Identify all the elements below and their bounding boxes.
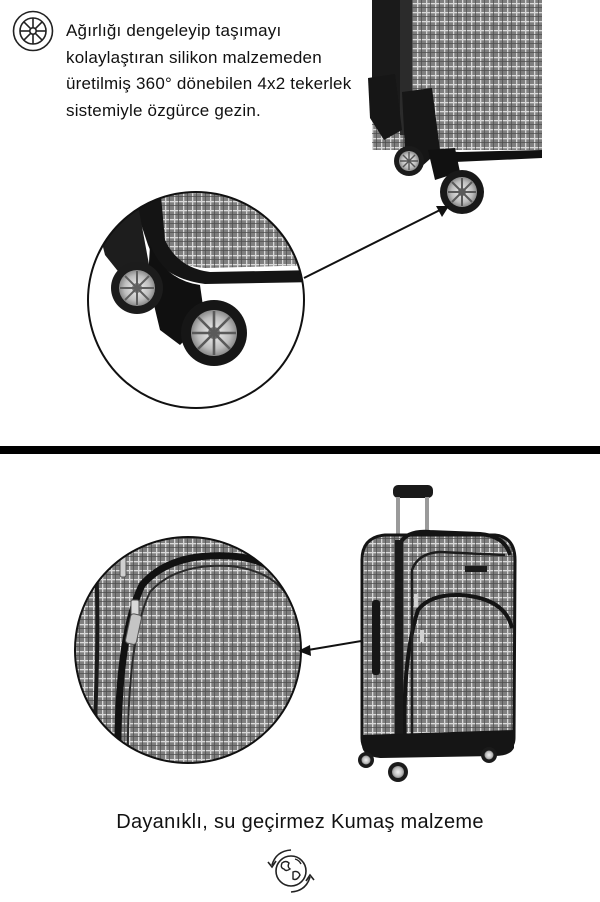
pointer-arrow — [303, 206, 449, 279]
rear-wheel — [394, 146, 424, 176]
wheel-zoom-circle — [87, 191, 305, 409]
suitcase-wheel — [481, 747, 497, 763]
suitcase-wheel — [388, 762, 408, 782]
suitcase-wheel-photo — [368, 0, 542, 214]
fabric-feature-text: Dayanıklı, su geçirmez Kumaş malzeme — [116, 811, 484, 833]
trolley-handle — [393, 485, 433, 537]
wheel-icon — [12, 10, 54, 52]
zoom-rear-wheel — [111, 262, 163, 314]
suitcase-wheel — [358, 752, 374, 768]
wheel-feature-text: Ağırlığı dengeleyip taşımayı kolaylaştır… — [66, 21, 352, 120]
fabric-zoom-circle — [74, 536, 302, 764]
section-divider — [0, 446, 600, 454]
zipper-puller-front — [125, 599, 142, 645]
zoom-front-wheel — [181, 300, 247, 366]
front-wheel — [428, 148, 484, 214]
suitcase-photo — [358, 485, 517, 782]
globe-recycle-icon — [262, 845, 320, 897]
